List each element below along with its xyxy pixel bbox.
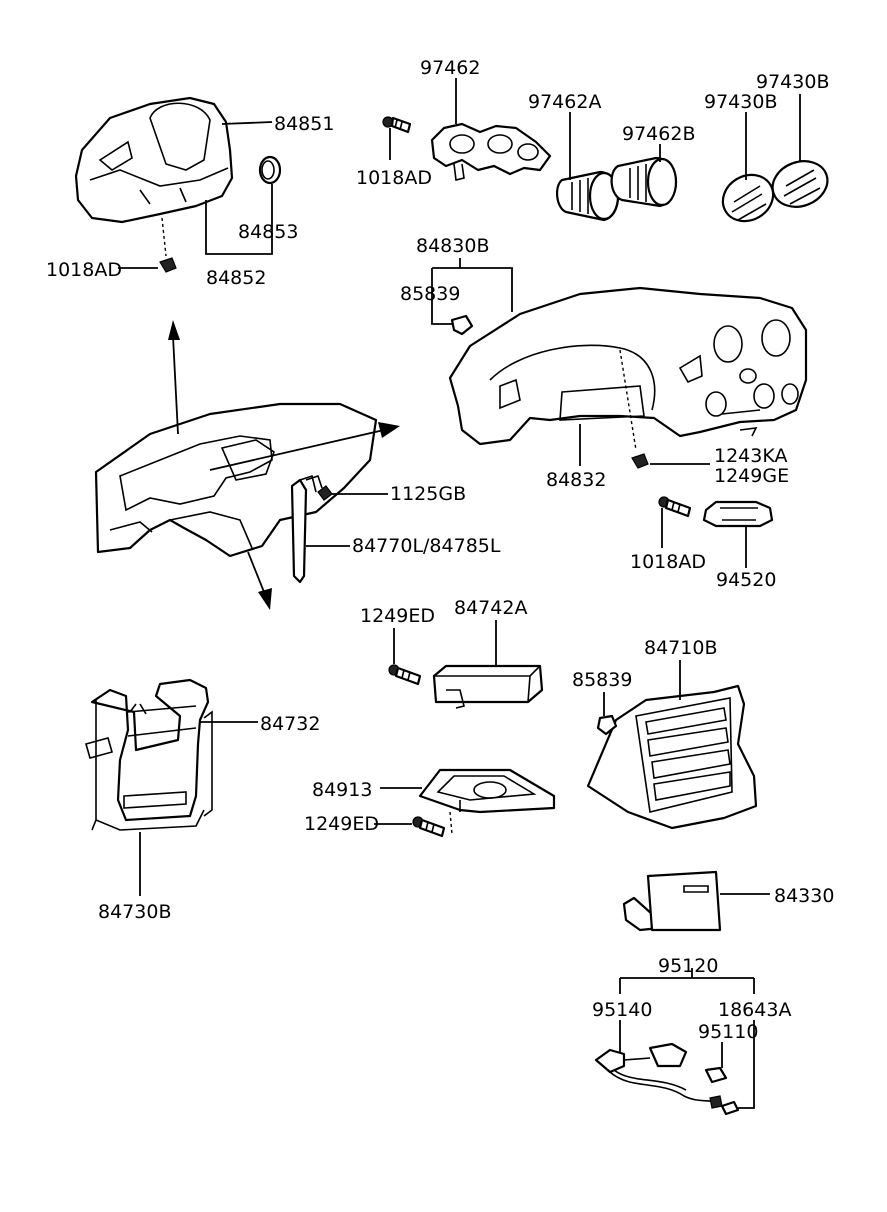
box-84330 [622,870,722,932]
label-1249ed-bottom: 1249ED [304,813,379,835]
label-84853: 84853 [238,221,298,243]
label-94520: 94520 [716,569,776,591]
label-84710b: 84710B [644,637,717,659]
screw-1018ad-duct [382,116,412,134]
screw-1249ed-top [388,664,422,686]
vent-97430b-left [721,173,775,223]
brace-84770l [290,474,323,584]
label-95140: 95140 [592,999,652,1021]
label-84730b: 84730B [98,901,171,923]
leader-84851 [221,121,273,125]
label-85839-pad: 85839 [400,283,460,305]
label-84832: 84832 [546,469,606,491]
harness-95140 [594,1042,723,1109]
arrow-up [168,320,180,435]
label-97462: 97462 [420,57,480,79]
leader-84852-84853 [205,184,273,255]
label-97462b: 97462B [622,123,695,145]
leader-84830b-left [431,268,452,325]
dashboard-outline [94,402,378,558]
screw-1018ad-shroud [159,257,177,273]
label-84330: 84330 [774,885,834,907]
label-84732: 84732 [260,713,320,735]
vent-97462b [610,156,678,208]
bulb-95110 [704,1066,728,1084]
vent-97430b-right [771,160,829,208]
label-84770l-84785l: 84770L/84785L [352,535,501,557]
screw-1249ed-bottom [412,816,446,838]
crash-pad-84830b [448,286,808,451]
label-18643a: 18643A [718,999,791,1021]
grommet-84853 [258,155,282,185]
label-95110: 95110 [698,1021,758,1043]
center-panel-84710b [586,684,758,830]
hidden-line-tray [449,811,453,835]
label-1125gb: 1125GB [390,483,466,505]
label-97462a: 97462A [528,91,601,113]
label-84913: 84913 [312,779,372,801]
steering-column-shroud [74,96,234,257]
label-97430b-a: 97430B [756,71,829,93]
leader-18643a [738,1020,755,1109]
arrow-down [247,551,272,610]
arrow-right [209,422,400,471]
label-84851: 84851 [274,113,334,135]
clip-85839-panel [596,714,618,736]
label-1249ed-top: 1249ED [360,605,435,627]
label-95120: 95120 [658,955,718,977]
label-85839-panel: 85839 [572,669,632,691]
bulb-18643a [720,1100,740,1116]
label-84852: 84852 [206,267,266,289]
screw-1243ka-1249ge [631,453,649,469]
label-97430b-b: 97430B [704,91,777,113]
tray-84913 [418,768,556,814]
label-1243ka: 1243KA [714,445,787,467]
pocket-84742a [432,664,544,709]
duct-97462 [430,122,552,181]
clip-85839-pad [450,314,474,336]
switch-94520 [702,500,774,528]
label-1018ad-switch: 1018AD [630,551,706,573]
screw-1018ad-switch [658,496,692,518]
bracket-84730b [85,678,213,831]
label-84830b: 84830B [416,235,489,257]
label-1249ge: 1249GE [714,465,789,487]
leader-94520 [736,525,747,568]
vent-97462a [556,170,620,222]
label-1018ad-shroud: 1018AD [46,259,122,281]
leader-84830b-right [432,267,513,312]
label-1018ad-duct: 1018AD [356,167,432,189]
label-84742a: 84742A [454,597,527,619]
